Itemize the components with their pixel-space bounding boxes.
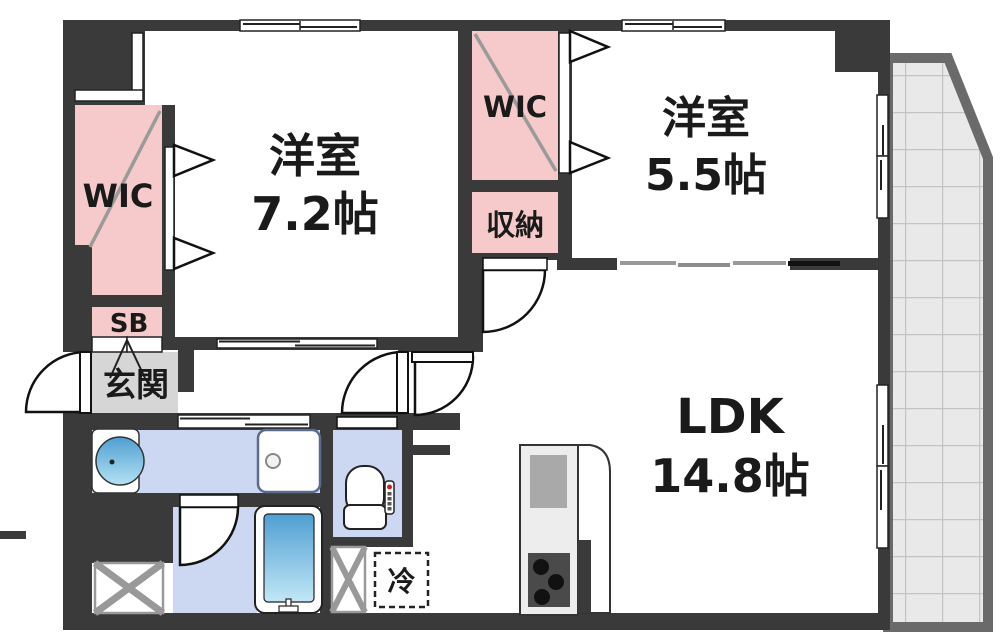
stove-burner [534, 589, 550, 605]
stove-burner [548, 574, 564, 590]
entrance-label: 玄関 [103, 365, 169, 404]
sliding-door-bedroom-main [216, 338, 378, 349]
bathtub [254, 505, 323, 614]
window-bedroom-second-top [621, 19, 726, 32]
basin-drain [109, 459, 115, 465]
closet-doors [88, 29, 612, 379]
wall [472, 253, 558, 260]
vanity-unit [91, 428, 145, 494]
refrigerator-space: 冷 [373, 551, 430, 609]
shoebox-label: SB [110, 309, 149, 339]
room-labels: 洋室 7.2帖 洋室 5.5帖 LDK 14.8帖 WIC WIC 収納 SB … [83, 90, 810, 503]
shaft-box-southwest [92, 560, 166, 616]
shoebox-floor [92, 305, 162, 337]
pillar-frame-vertical [131, 32, 144, 92]
kitchen [519, 444, 611, 616]
storage-label: 収納 [486, 208, 544, 242]
wall [90, 295, 162, 307]
bedroom-main-name: 洋室 [269, 129, 361, 183]
wall [63, 245, 92, 352]
shoebox-doors [91, 336, 163, 379]
wic-center-label: WIC [483, 90, 547, 124]
tub-faucet-base [278, 605, 299, 613]
wall [320, 430, 333, 613]
wall [63, 105, 75, 248]
washing-machine-pan [256, 428, 322, 494]
wic-center-door-frame [558, 32, 571, 174]
window-ldk-east [876, 384, 889, 549]
wic-center-arrow-bottom [568, 140, 612, 175]
sliding-doors [177, 258, 840, 429]
wall-pillar-ne [835, 20, 890, 72]
window-bedroom-main-top [239, 19, 361, 32]
ldk-door [411, 351, 475, 417]
pillar-frame-horizontal [74, 89, 144, 102]
wic-west-label: WIC [83, 177, 154, 215]
wic-west-arrow-bottom [172, 236, 217, 271]
ldk-size: 14.8帖 [650, 449, 810, 503]
wall [63, 412, 92, 630]
toilet-door [340, 350, 409, 415]
refrigerator-label: 冷 [387, 565, 415, 598]
hinged-doors [24, 257, 548, 567]
bedroom-second-size: 5.5帖 [645, 150, 767, 201]
wall [63, 613, 890, 630]
toilet [343, 465, 395, 530]
wall [398, 340, 483, 352]
entrance-floor [92, 352, 178, 413]
wall [402, 445, 450, 455]
wic-west-diagonal [88, 110, 162, 248]
wall [178, 350, 194, 392]
pillar-frames [74, 32, 144, 102]
window-bedroom-second-east [876, 94, 889, 219]
kitchen-sink [530, 455, 567, 508]
wall [460, 258, 483, 350]
wall [63, 20, 890, 31]
stove-burner [533, 559, 549, 575]
kitchen-counter-wall [578, 540, 591, 613]
wic-west-door-frame [164, 146, 175, 271]
wall-stub-exterior [0, 531, 26, 539]
wic-west-floor [75, 105, 162, 337]
wash-basin [95, 436, 145, 486]
toilet-control-panel [384, 480, 395, 515]
balcony-outline [883, 53, 993, 632]
fixtures [91, 428, 395, 614]
wall [320, 537, 413, 547]
sliding-door-ldk-top [617, 258, 840, 270]
bedroom-main-size: 7.2帖 [251, 187, 379, 241]
ldk-name: LDK [676, 389, 785, 445]
wic-west-arrow-top [172, 143, 217, 178]
toilet-door-frame [336, 416, 398, 429]
entrance-door [24, 350, 92, 414]
wall [472, 180, 558, 192]
bedroom-second-name: 洋室 [662, 93, 750, 144]
storage-door [481, 257, 548, 334]
sliding-door-washroom [177, 414, 311, 429]
storage-floor [472, 192, 558, 258]
shaft-box-middle [329, 545, 368, 614]
balcony-area [883, 53, 993, 632]
wic-center-arrow-top [568, 29, 612, 64]
bathroom-door [178, 494, 240, 567]
windows [239, 19, 889, 549]
wall [90, 493, 173, 563]
shafts [92, 545, 368, 616]
wic-center-diagonal [473, 33, 558, 172]
wall [402, 413, 413, 540]
